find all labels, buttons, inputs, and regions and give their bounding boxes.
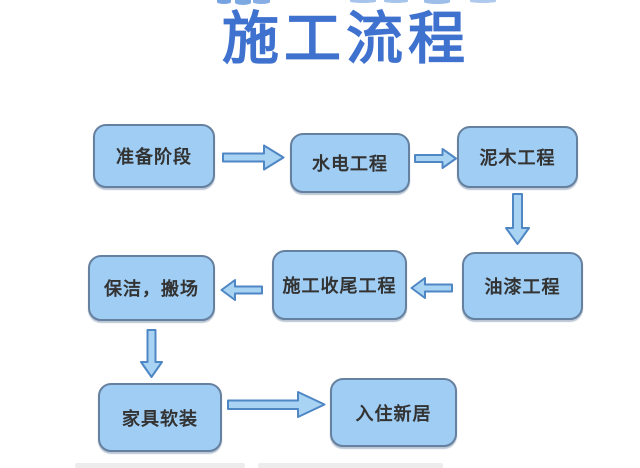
arrow-down-cleaning-to-furniture-icon <box>140 329 163 378</box>
flow-node-label: 油漆工程 <box>484 277 561 297</box>
page-title: 施工流程 <box>222 8 470 71</box>
flow-node-label: 保洁，搬场 <box>104 279 199 299</box>
flow-node-plumbing-electrical: 水电工程 <box>290 133 410 193</box>
cropped-text-fragment <box>384 0 408 3</box>
flow-node-prepare: 准备阶段 <box>93 124 215 188</box>
flow-node-label: 施工收尾工程 <box>282 276 397 296</box>
flow-node-label: 泥木工程 <box>479 148 556 168</box>
flow-node-label: 家具软装 <box>122 408 198 429</box>
page-bottom-shadow <box>75 463 245 468</box>
flow-node-masonry-carpentry: 泥木工程 <box>457 126 578 188</box>
flow-node-label: 水电工程 <box>312 154 388 174</box>
cropped-text-fragment <box>217 0 231 4</box>
cropped-text-fragment <box>235 0 251 5</box>
arrow-right-furniture-to-movein-icon <box>227 391 326 418</box>
cropped-text-fragment <box>470 0 496 3</box>
flow-node-cleaning-moving: 保洁，搬场 <box>88 255 215 321</box>
arrow-left-finishing-to-cleaning-icon <box>220 279 263 301</box>
cropped-text-fragment <box>253 0 270 4</box>
flow-node-label: 入住新居 <box>355 403 432 424</box>
page-bottom-shadow <box>258 463 443 468</box>
flow-node-painting: 油漆工程 <box>462 252 583 320</box>
arrow-right-plumbing-to-masonry-icon <box>414 148 457 169</box>
flow-node-furniture-soft-decor: 家具软装 <box>98 383 222 452</box>
arrow-right-prepare-to-plumbing-icon <box>222 144 285 171</box>
cropped-text-fragment <box>350 0 376 3</box>
flow-node-finishing: 施工收尾工程 <box>272 250 407 320</box>
flow-node-label: 准备阶段 <box>116 147 192 167</box>
cropped-text-fragment <box>424 0 450 4</box>
flow-node-move-in: 入住新居 <box>330 378 457 447</box>
arrow-left-painting-to-finishing-icon <box>410 277 453 299</box>
arrow-down-masonry-to-painting-icon <box>505 193 530 245</box>
